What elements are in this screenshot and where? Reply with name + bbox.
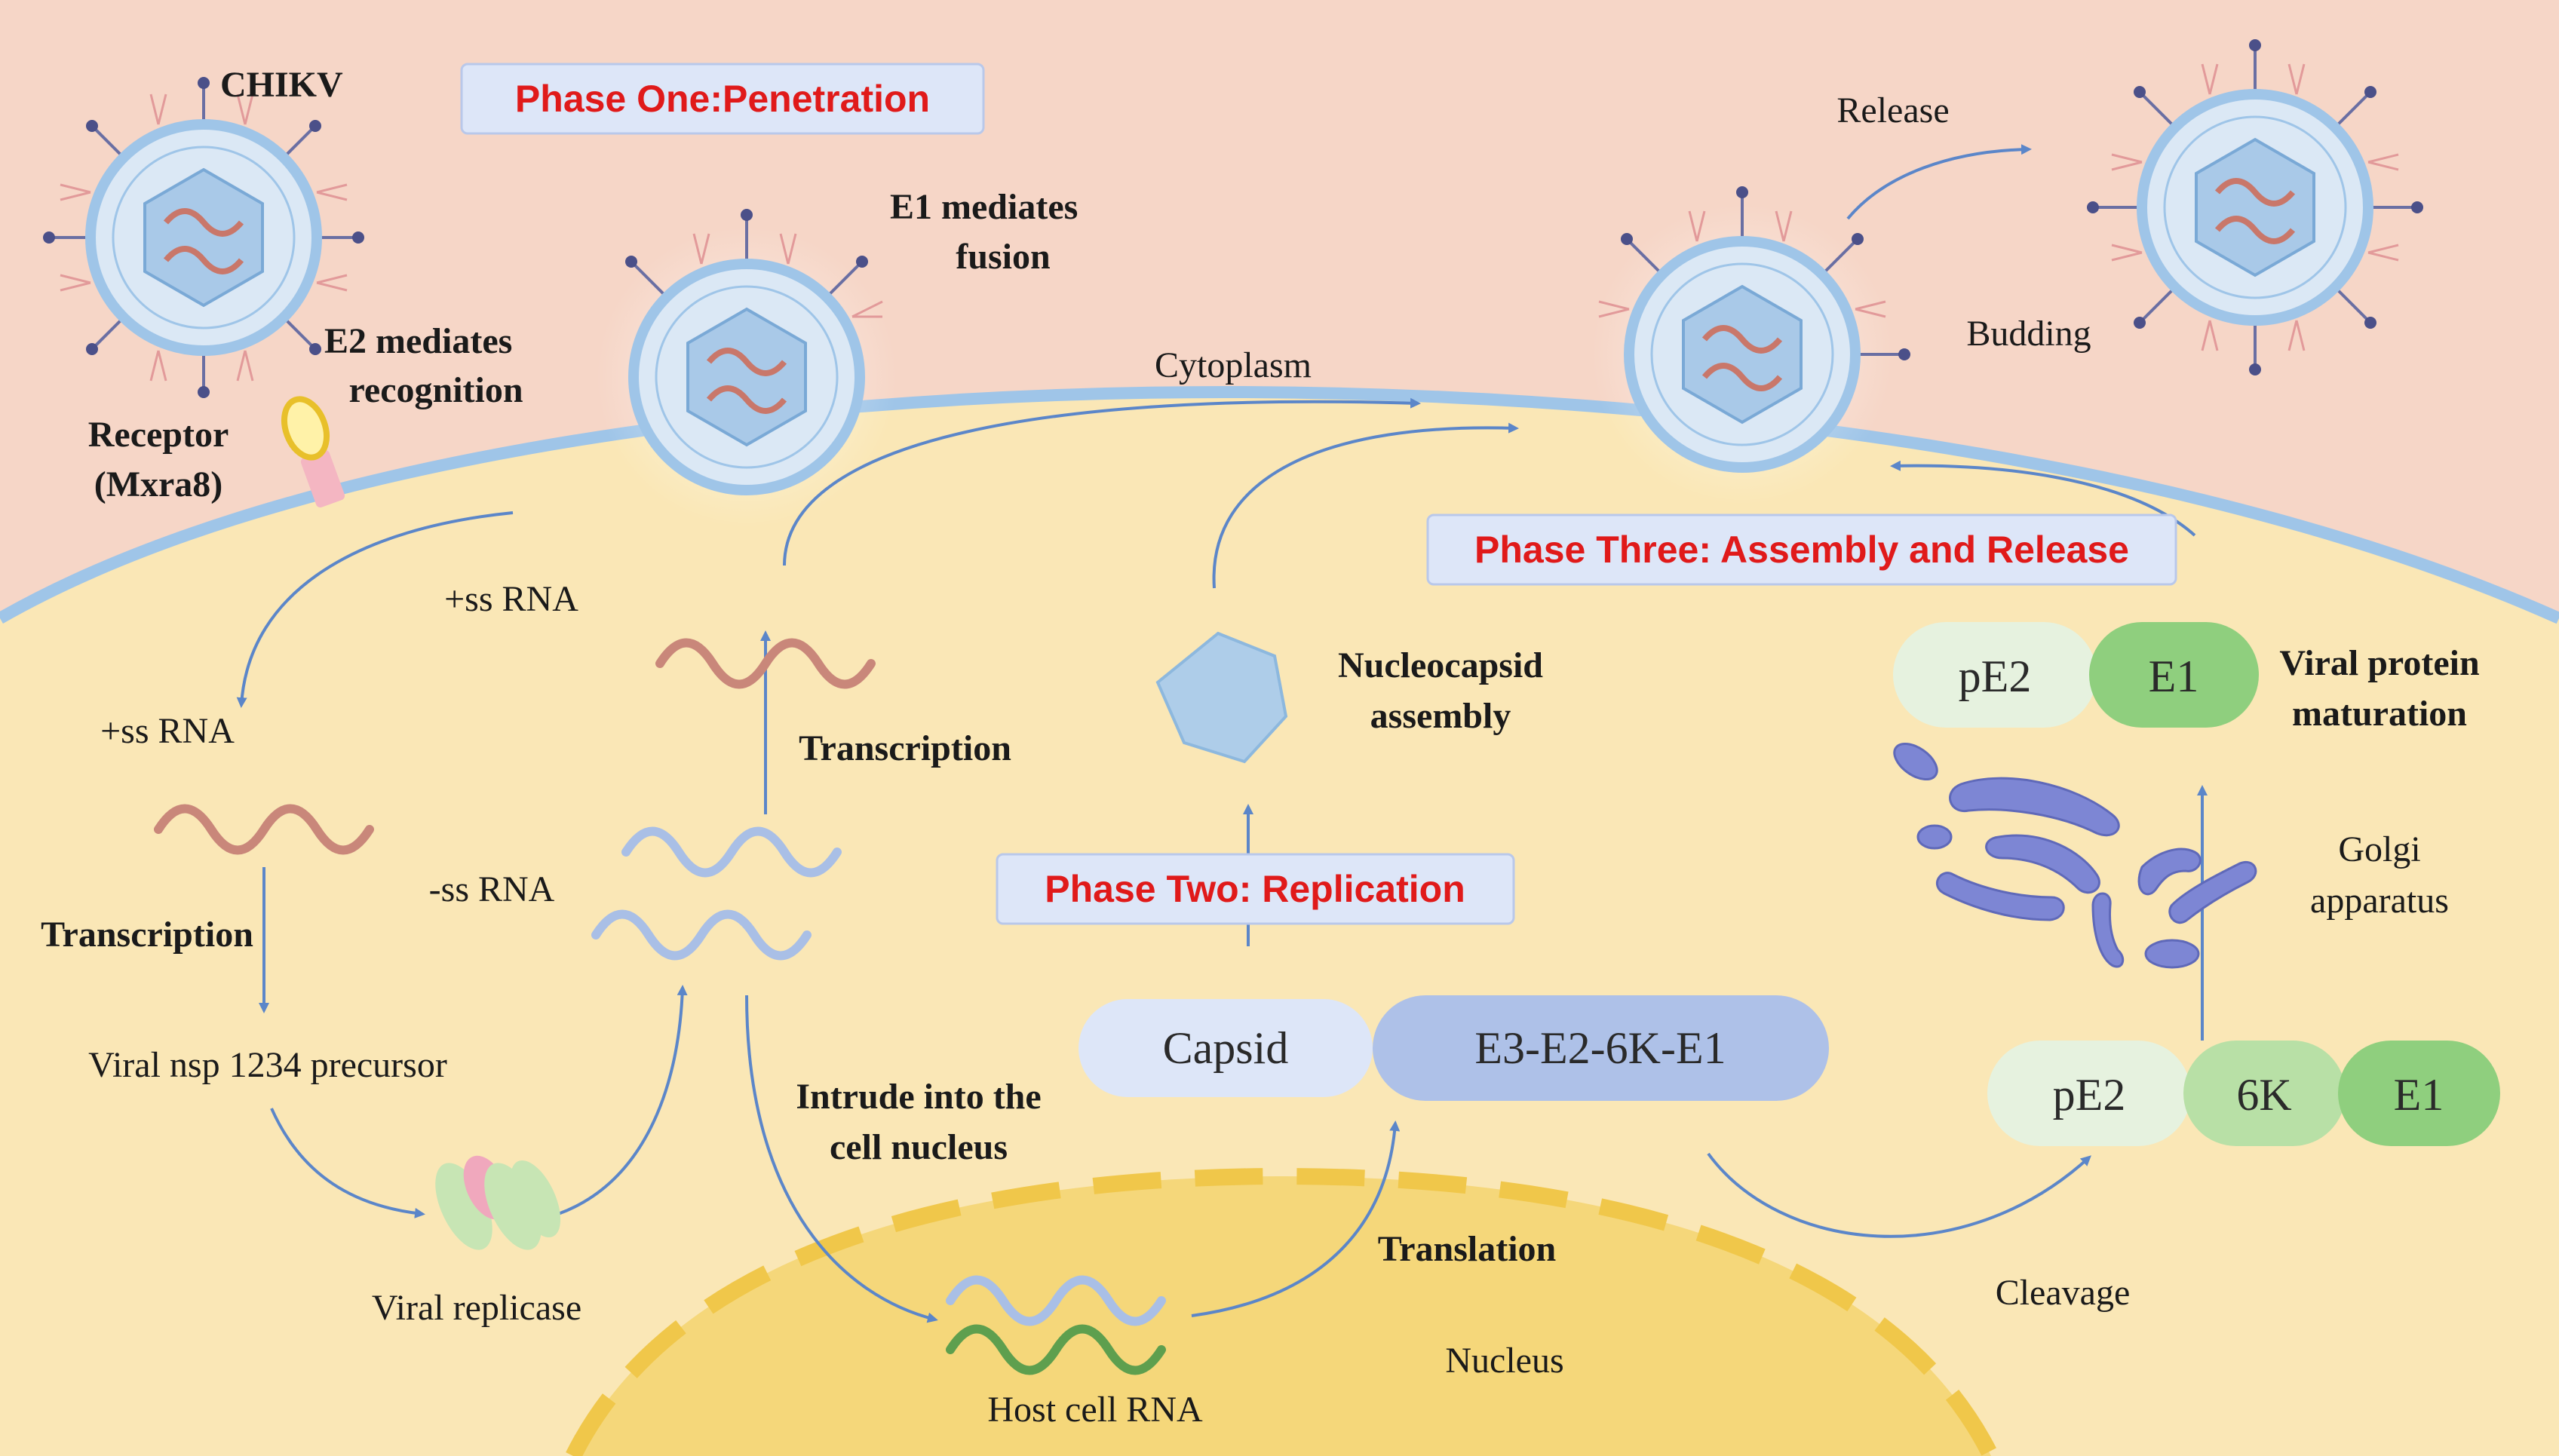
phase-one-label: Phase One:Penetration <box>515 78 930 120</box>
host-rna-label: Host cell RNA <box>987 1390 1203 1430</box>
golgi-label-1: Golgi <box>2338 829 2420 869</box>
flow-arrows <box>236 144 2208 1323</box>
e1-fusion-label-2: fusion <box>956 237 1050 277</box>
transcription-left-label: Transcription <box>41 915 253 955</box>
viral-replicase <box>435 1155 561 1250</box>
ssrna-plus-left-label: +ss RNA <box>100 711 235 751</box>
phase-three-box: Phase Three: Assembly and Release <box>1426 513 2177 586</box>
transcription-mid-label: Transcription <box>799 728 1011 768</box>
receptor-mxra8 <box>281 396 345 508</box>
nucleocapsid-hexagon <box>1155 631 1288 764</box>
e2-recognition-label-1: E2 mediates <box>324 321 512 361</box>
nucleus-region <box>573 1176 1991 1456</box>
chikv-label: CHIKV <box>220 65 343 105</box>
polyprotein-pill: E3-E2-6K-E1 <box>1373 995 1829 1101</box>
nuclear-envelope <box>566 1167 1999 1456</box>
rna-host-lower <box>946 1324 1166 1375</box>
rna-minus-upper <box>621 826 842 878</box>
phase-two-box: Phase Two: Replication <box>996 853 1515 925</box>
viral-protein-label-2: maturation <box>2292 694 2467 734</box>
viral-replicase-label: Viral replicase <box>372 1288 581 1328</box>
release-label: Release <box>1836 90 1949 130</box>
virus-released <box>2087 39 2423 375</box>
nucleus-label: Nucleus <box>1445 1341 1563 1381</box>
rna-plus-top <box>655 638 876 689</box>
e2-recognition-label-2: recognition <box>348 370 523 410</box>
virus-budding <box>1591 186 1910 505</box>
6k-pill-bottom: 6K <box>2183 1041 2346 1146</box>
receptor-label-2: (Mxra8) <box>94 464 223 504</box>
pe2-top-label: pE2 <box>1959 651 2032 701</box>
golgi-apparatus <box>1893 742 2257 969</box>
virus-chikv <box>43 77 364 398</box>
intrude-label-1: Intrude into the <box>796 1077 1041 1117</box>
golgi-label-2: apparatus <box>2310 881 2449 921</box>
rna-plus-left <box>154 804 374 855</box>
virus-fusing <box>596 209 897 528</box>
rna-minus-lower <box>591 909 812 961</box>
e1-bottom-label: E1 <box>2394 1070 2444 1120</box>
e1-top-label: E1 <box>2149 651 2199 701</box>
nucleocapsid-label-2: assembly <box>1370 696 1511 736</box>
e1-pill-bottom: E1 <box>2338 1041 2500 1146</box>
pe2-pill-top: pE2 <box>1893 622 2097 728</box>
capsid-label: Capsid <box>1163 1023 1289 1073</box>
cleavage-label: Cleavage <box>1996 1273 2131 1313</box>
pe2-bottom-label: pE2 <box>2053 1070 2126 1120</box>
rna-strands <box>154 638 1166 1375</box>
pe2-pill-bottom: pE2 <box>1987 1041 2191 1146</box>
receptor-label-1: Receptor <box>88 415 229 455</box>
6k-bottom-label: 6K <box>2236 1070 2291 1120</box>
viral-protein-label-1: Viral protein <box>2279 643 2479 683</box>
translation-label: Translation <box>1378 1229 1556 1269</box>
budding-label: Budding <box>1966 314 2091 354</box>
cytoplasm-label: Cytoplasm <box>1155 345 1312 385</box>
e1-fusion-label-1: E1 mediates <box>890 187 1078 227</box>
intrude-label-2: cell nucleus <box>830 1127 1008 1167</box>
phase-three-label: Phase Three: Assembly and Release <box>1474 529 2129 571</box>
capsid-pill: Capsid <box>1079 999 1373 1097</box>
rna-host-upper <box>946 1275 1166 1326</box>
phase-two-label: Phase Two: Replication <box>1045 868 1465 910</box>
ssrna-minus-label: -ss RNA <box>429 869 555 909</box>
cell-membrane <box>0 386 2559 624</box>
ssrna-plus-top-label: +ss RNA <box>444 579 578 619</box>
nucleocapsid-label-1: Nucleocapsid <box>1338 645 1543 685</box>
phase-one-box: Phase One:Penetration <box>460 63 985 135</box>
polyprotein-label: E3-E2-6K-E1 <box>1474 1023 1726 1073</box>
nsp-precursor-label: Viral nsp 1234 precursor <box>88 1045 447 1085</box>
e1-pill-top: E1 <box>2089 622 2259 728</box>
